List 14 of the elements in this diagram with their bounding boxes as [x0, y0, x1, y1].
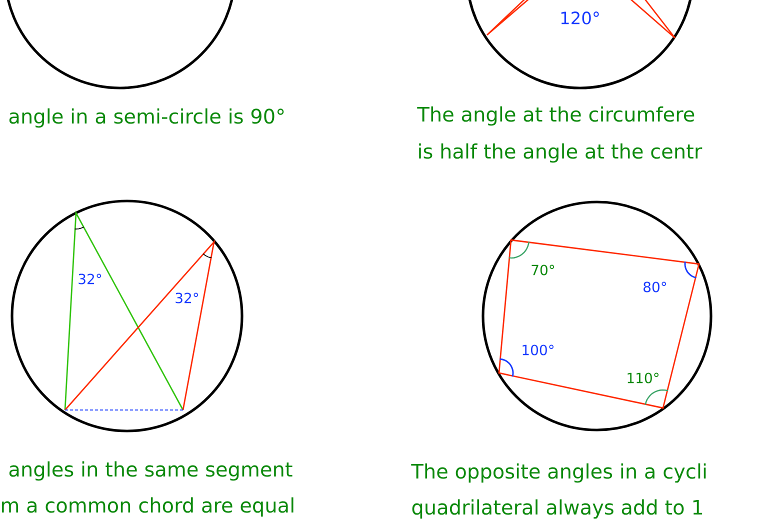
caption-text: The angle at the circumfere	[417, 106, 694, 126]
caption-text: is half the angle at the centr	[419, 143, 702, 163]
angle-label: 100°	[522, 344, 554, 356]
angle-label: 32°	[78, 274, 102, 284]
caption-text: angle in a semi-circle is 90°	[9, 108, 284, 128]
caption-text: The opposite angles in a cycli	[411, 463, 706, 483]
angle-label: 120°	[561, 12, 599, 24]
caption-text: m a common chord are equal	[2, 497, 294, 517]
angle-label: 80°	[644, 282, 666, 292]
angle-label: 70°	[532, 264, 554, 276]
caption-text: angles in the same segment	[9, 461, 292, 481]
angle-label: 32°	[176, 292, 198, 304]
angle-label: 110°	[628, 372, 659, 384]
caption-text: quadrilateral always add to 1	[412, 499, 702, 519]
